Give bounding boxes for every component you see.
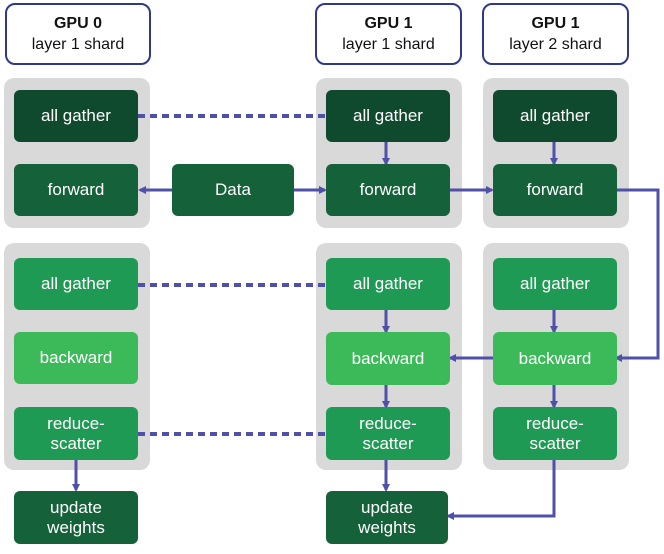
forward-gpu0: forward: [14, 164, 138, 216]
header-shard-label: layer 2 shard: [509, 36, 602, 53]
arrow-rs-l2-to-update: [446, 460, 556, 520]
update-weights-gpu1: update weights: [326, 491, 448, 544]
all-gather-gpu0-fwd: all gather: [14, 90, 138, 142]
backward-gpu0: backward: [14, 332, 138, 384]
reduce-scatter-gpu0: reduce- scatter: [14, 407, 138, 460]
all-gather-gpu0-bwd: all gather: [14, 258, 138, 310]
header-shard-label: layer 1 shard: [31, 36, 125, 53]
all-gather-gpu1-l2-bwd: all gather: [493, 258, 617, 310]
backward-gpu1-l2: backward: [493, 332, 617, 385]
forward-gpu1-l1: forward: [326, 164, 450, 216]
header-shard-label: layer 1 shard: [342, 36, 435, 53]
header-gpu-label: GPU 0: [53, 15, 102, 32]
all-gather-gpu1-l2-fwd: all gather: [493, 90, 617, 142]
backward-gpu1-l1: backward: [326, 332, 450, 385]
data-box: Data: [172, 164, 294, 216]
header-gpu-label: GPU 1: [531, 15, 580, 32]
header-gpu0-layer1: GPU 0 layer 1 shard: [5, 3, 151, 65]
header-gpu-label: GPU 1: [364, 15, 413, 32]
reduce-scatter-gpu1-l2: reduce- scatter: [493, 407, 617, 460]
update-weights-gpu0: update weights: [14, 491, 138, 544]
header-gpu1-layer1: GPU 1 layer 1 shard: [315, 3, 462, 65]
reduce-scatter-gpu1-l1: reduce- scatter: [326, 407, 450, 460]
forward-gpu1-l2: forward: [493, 164, 617, 216]
all-gather-gpu1-l1-fwd: all gather: [326, 90, 450, 142]
all-gather-gpu1-l1-bwd: all gather: [326, 258, 450, 310]
header-gpu1-layer2: GPU 1 layer 2 shard: [482, 3, 629, 65]
arrow-fwd-l2-to-bwd-l2: [614, 188, 660, 362]
